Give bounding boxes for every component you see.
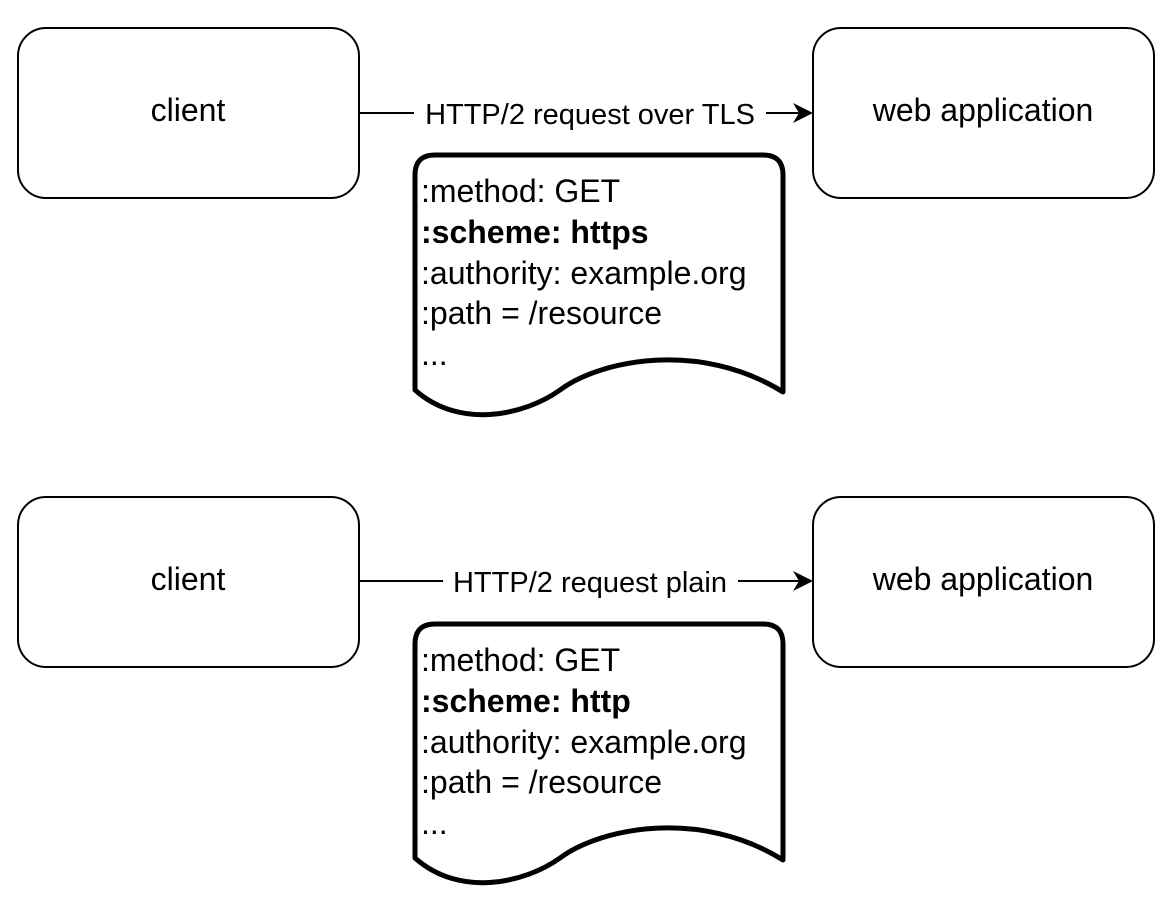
bottom-client-label: client bbox=[151, 561, 226, 597]
top-server-box bbox=[812, 27, 1155, 199]
bottom-edge-label: HTTP/2 request plain bbox=[453, 567, 727, 599]
top-client-node: client bbox=[17, 27, 360, 199]
top-server-label: web application bbox=[872, 92, 1094, 128]
bottom-request-document: :method: GET :scheme: http :authority: e… bbox=[412, 621, 786, 886]
bottom-client-node: client bbox=[17, 496, 360, 668]
top-request-document: :method: GET :scheme: https :authority: … bbox=[412, 152, 786, 418]
top-doc-line-authority: :authority: example.org bbox=[421, 255, 747, 291]
top-doc-line-path: :path = /resource bbox=[421, 295, 662, 331]
bottom-doc-line-path: :path = /resource bbox=[421, 764, 662, 800]
top-server-node: web application bbox=[812, 27, 1155, 199]
bottom-doc-line-method: :method: GET bbox=[421, 642, 620, 678]
top-doc-line-method: :method: GET bbox=[421, 173, 620, 209]
top-flow: client web application HTTP/2 request ov… bbox=[17, 27, 1155, 418]
top-doc-line-ellipsis: ... bbox=[421, 336, 448, 372]
top-document-shape bbox=[412, 152, 786, 418]
top-doc-line-scheme: :scheme: https bbox=[421, 214, 649, 250]
top-request-edge: HTTP/2 request over TLS bbox=[359, 99, 813, 131]
bottom-server-box bbox=[812, 496, 1155, 668]
bottom-flow: client web application HTTP/2 request pl… bbox=[17, 496, 1155, 886]
bottom-doc-line-authority: :authority: example.org bbox=[421, 724, 747, 760]
bottom-doc-line-ellipsis: ... bbox=[421, 805, 448, 841]
bottom-request-edge: HTTP/2 request plain bbox=[359, 567, 813, 599]
bottom-doc-line-scheme: :scheme: http bbox=[421, 683, 631, 719]
top-edge-label: HTTP/2 request over TLS bbox=[425, 99, 755, 131]
bottom-server-node: web application bbox=[812, 496, 1155, 668]
bottom-server-label: web application bbox=[872, 561, 1094, 597]
bottom-document-shape bbox=[412, 621, 786, 886]
top-client-label: client bbox=[151, 92, 226, 128]
